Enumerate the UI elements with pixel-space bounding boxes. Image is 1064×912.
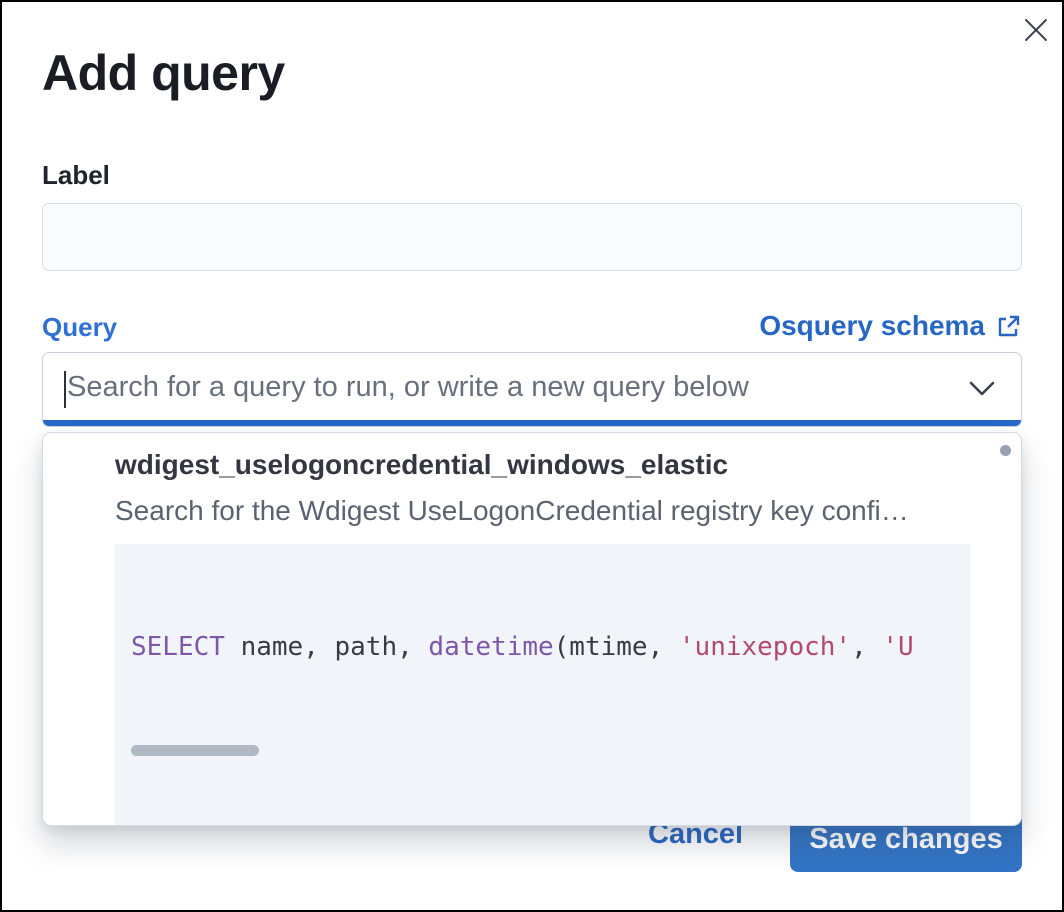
query-combobox[interactable] — [42, 352, 1022, 427]
vertical-scrollbar-thumb[interactable] — [1000, 445, 1011, 456]
label-input[interactable] — [42, 203, 1022, 271]
text-cursor — [64, 371, 66, 408]
horizontal-scrollbar-thumb[interactable] — [131, 745, 259, 756]
query-option[interactable]: wdigest_uselogoncredential_windows_elast… — [43, 433, 1021, 825]
close-icon — [1025, 19, 1047, 41]
external-link-icon — [998, 315, 1020, 336]
osquery-schema-link-label: Osquery schema — [759, 310, 985, 341]
close-modal-button[interactable] — [1018, 12, 1054, 48]
query-option-title: wdigest_uselogoncredential_windows_elast… — [115, 449, 729, 480]
combobox-focus-indicator — [43, 420, 1021, 426]
label-field-label: Label — [42, 160, 110, 190]
modal-title: Add query — [42, 45, 285, 101]
query-options-list: wdigest_uselogoncredential_windows_elast… — [43, 433, 1021, 825]
query-dropdown-panel: wdigest_uselogoncredential_windows_elast… — [42, 432, 1022, 826]
chevron-down-icon[interactable] — [967, 379, 997, 399]
query-option-sql-preview: SELECT name, path, datetime(mtime, 'unix… — [115, 544, 971, 825]
osquery-schema-link[interactable]: Osquery schema — [759, 310, 1022, 342]
query-option-description: Search for the Wdigest UseLogonCredentia… — [115, 495, 909, 526]
query-search-input[interactable] — [67, 353, 947, 421]
sql-code-line: SELECT name, path, datetime(mtime, 'unix… — [131, 632, 914, 662]
query-field-label: Query — [42, 312, 118, 342]
